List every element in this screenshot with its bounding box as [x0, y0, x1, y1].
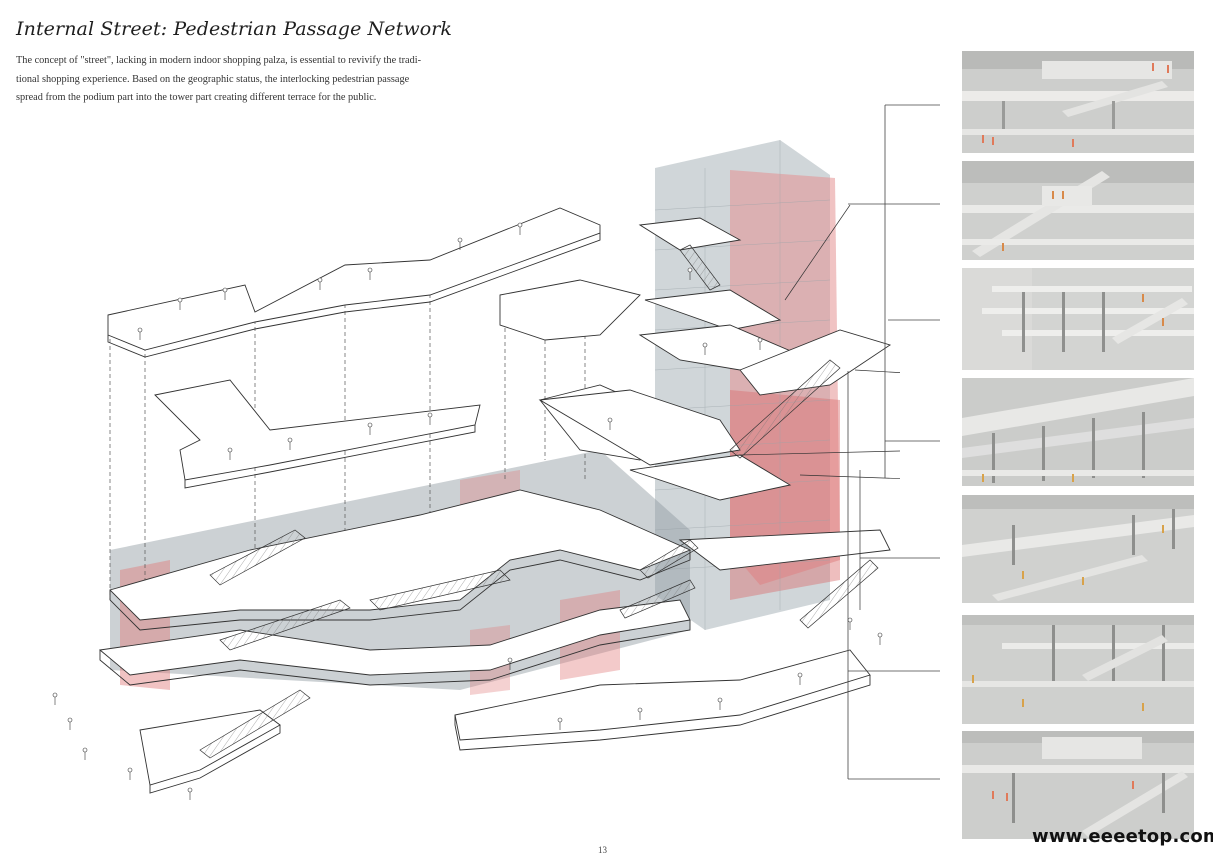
page-title: Internal Street: Pedestrian Passage Netw… — [16, 18, 453, 40]
description-line-3: spread from the podium part into the tow… — [16, 92, 377, 103]
staircases — [199, 244, 879, 759]
rendering-panel-6 — [962, 615, 1194, 724]
rendering-panel-1 — [962, 51, 1194, 153]
description-line-2: tional shopping experience. Based on the… — [16, 73, 410, 85]
description: The concept of "street", lacking in mode… — [16, 52, 466, 108]
tower-terraces — [538, 217, 892, 571]
page-number: 13 — [598, 845, 607, 855]
axonometric-diagram — [52, 140, 900, 800]
description-line-1: The concept of "street", lacking in mode… — [16, 55, 422, 66]
rendering-panel-5 — [962, 495, 1194, 603]
pointer-lines — [739, 204, 900, 610]
rendering-panel-4 — [962, 378, 1194, 486]
watermark: www.eeeetop.com — [1032, 826, 1213, 847]
rendering-panel-2 — [962, 161, 1194, 260]
pedestrian-figures — [52, 222, 883, 800]
rendering-panel-7 — [962, 731, 1194, 839]
rendering-panel-3 — [962, 268, 1194, 370]
